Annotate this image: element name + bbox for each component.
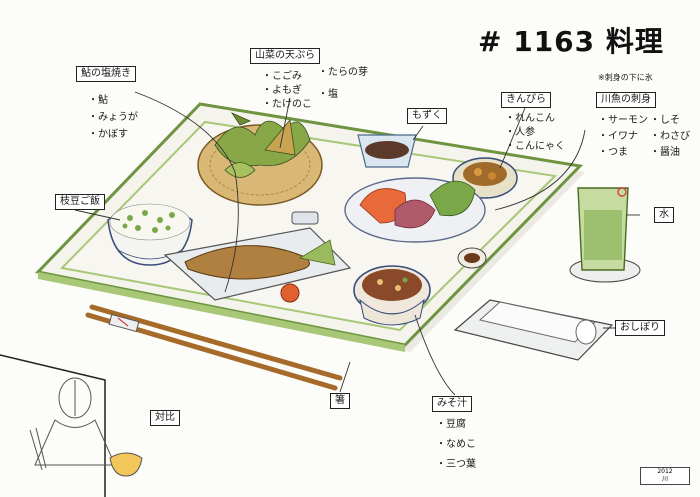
ayu-item: ・みょうが: [88, 112, 138, 123]
leader-lines: [74, 91, 640, 396]
tempura-item: ・たけのこ: [262, 99, 312, 110]
kinpira-item: ・れんこん: [505, 113, 555, 124]
kinpira-item: ・こんにゃく: [505, 141, 565, 152]
miso-item: ・三つ葉: [436, 459, 476, 470]
sashimi-item: ・つま: [598, 147, 628, 158]
sashimi-note: ※刺身の下に氷: [598, 73, 653, 82]
sashimi-item: ・わさび: [650, 131, 690, 142]
cut-number: # 1163: [478, 25, 596, 58]
tempura-item: ・こごみ: [262, 71, 302, 82]
cut-number-title: # 1163 料理: [478, 20, 664, 60]
label-comparison: 対比: [150, 410, 180, 426]
tempura-item: ・たらの芽: [318, 67, 368, 78]
sashimi-item: ・イワナ: [598, 131, 638, 142]
kinpira-item: ・人参: [505, 127, 535, 138]
label-kinpira: きんぴら: [501, 92, 551, 108]
comparison-figure: [0, 354, 116, 497]
kabosu: [280, 283, 300, 303]
label-sashimi: 川魚の刺身: [596, 92, 656, 108]
miso-item: ・なめこ: [436, 439, 476, 450]
artist-stamp: 2012 川: [640, 467, 690, 485]
label-tempura: 山菜の天ぷら: [250, 48, 320, 64]
sashimi-slices: [359, 180, 476, 229]
stamp-line: 川: [661, 476, 668, 483]
page-title: 料理: [605, 25, 664, 58]
ayu-item: ・かぼす: [88, 129, 128, 140]
miso-item: ・豆腐: [436, 419, 466, 430]
oshibori-towel: [478, 301, 597, 343]
stamp-line: 2012: [657, 468, 673, 475]
ayu-item: ・鮎: [88, 95, 108, 106]
salt-dish: [291, 211, 319, 225]
tray-rim: [38, 272, 405, 352]
label-chopsticks: 箸: [330, 393, 350, 409]
label-oshibori: おしぼり: [615, 320, 665, 336]
label-water: 水: [654, 207, 674, 223]
ayu-fish: [184, 245, 310, 280]
label-rice: 枝豆ご飯: [55, 194, 105, 210]
sashimi-item: ・サーモン: [598, 115, 648, 126]
tray-inner: [59, 120, 558, 332]
label-ayu: 鮎の塩焼き: [76, 66, 136, 82]
label-mozuku: もずく: [407, 108, 447, 124]
sashimi-item: ・しそ: [650, 115, 680, 126]
tempura-item: ・塩: [318, 89, 338, 100]
tempura-vegetables: [214, 112, 311, 178]
tempura-item: ・よもぎ: [262, 85, 302, 96]
sashimi-item: ・醤油: [650, 147, 680, 158]
edamame: [122, 210, 175, 233]
label-miso: みそ汁: [432, 396, 472, 412]
comparison-rice-bowl: [109, 452, 143, 477]
